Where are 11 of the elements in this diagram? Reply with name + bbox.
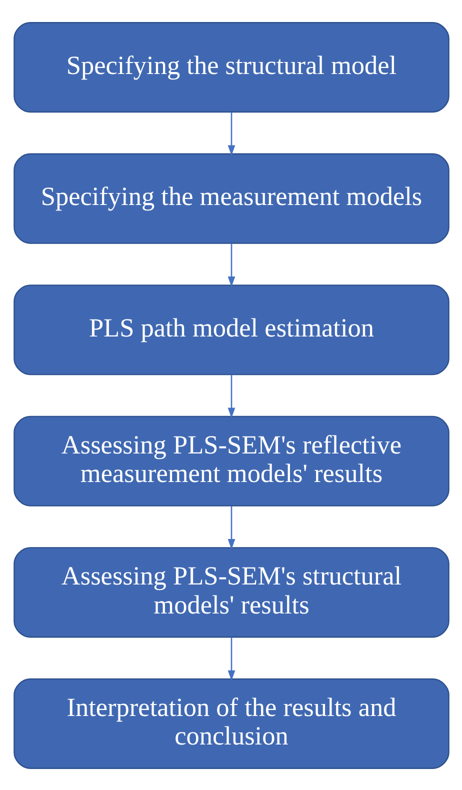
arrow — [227, 506, 235, 550]
node-box: Assessing PLS-SEM's structural models' results — [13, 546, 449, 638]
node-box: Specifying the structural model — [13, 22, 449, 112]
node-box: Specifying the measurement models — [13, 152, 449, 244]
node-box: Interpretation of the results and conclusion — [13, 678, 449, 768]
arrow — [227, 374, 235, 418]
arrow — [227, 636, 235, 680]
node-box: PLS path model estimation — [13, 284, 449, 375]
node-box: Assessing PLS-SEM's reflective measurement models' results — [13, 415, 449, 506]
arrow — [227, 242, 235, 287]
arrow — [227, 112, 235, 156]
